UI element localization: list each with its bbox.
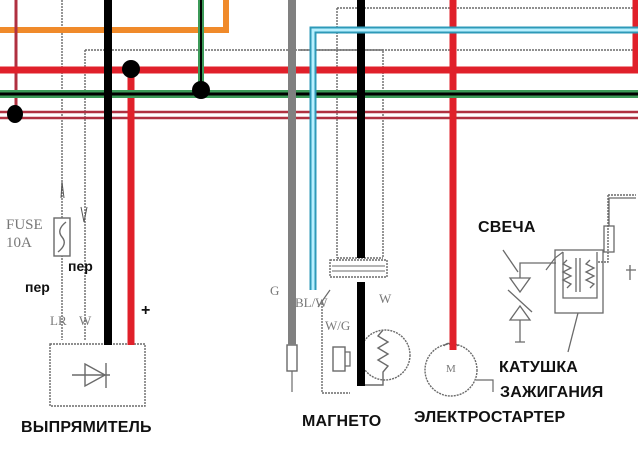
- schematic-coil-vert: [597, 195, 609, 263]
- annotation-per-lower: пер: [25, 279, 50, 295]
- ignition-coil-label-line1: КАТУШКА: [499, 359, 579, 376]
- rectifier-box: [49, 343, 146, 407]
- junction-dot: [122, 60, 140, 78]
- wire-orange: [0, 0, 229, 33]
- fuse-label-line2: 10A: [6, 235, 32, 251]
- rectifier-label: ВЫПРЯМИТЕЛЬ: [21, 419, 152, 436]
- terminal-label-w-magneto: W: [379, 291, 392, 306]
- spark-plug-icon: [502, 249, 556, 343]
- rectifier-plus-mark: +: [141, 302, 151, 319]
- junction-dot: [7, 105, 23, 123]
- wire-red-horizontal: [0, 0, 638, 74]
- g-resistor: [286, 344, 298, 372]
- annotation-per-upper: пер: [68, 258, 93, 274]
- junction-dot: [192, 81, 210, 99]
- arrow-up-icon: [60, 181, 65, 199]
- diode-icon: [72, 362, 110, 388]
- terminal-label-g: G: [270, 283, 280, 298]
- terminal-label-lr: LR: [50, 313, 67, 328]
- ignition-coil-icon: [554, 197, 636, 353]
- ignition-coil-label-line2: ЗАЖИГАНИЯ: [500, 384, 604, 401]
- starter-motor-letter: M: [446, 363, 456, 375]
- arrow-down-icon: [80, 206, 88, 223]
- fuse-label-line1: FUSE: [6, 217, 43, 233]
- magneto-connector: [329, 259, 388, 278]
- magneto-label: МАГНЕТО: [302, 413, 382, 430]
- spark-plug-label: СВЕЧА: [478, 219, 536, 236]
- fuse-element-icon: [57, 221, 67, 253]
- terminal-label-w: W: [79, 313, 92, 328]
- terminal-label-bl-w: BL/W: [295, 295, 328, 310]
- pickup-coil: [332, 346, 346, 372]
- schematic-magneto-frame-inner: [300, 49, 384, 258]
- terminal-label-w-g: W/G: [325, 318, 351, 333]
- starter-label: ЭЛЕКТРОСТАРТЕР: [414, 409, 566, 426]
- schematic-magneto-return: [321, 300, 350, 394]
- wire-lightblue-inner: [311, 28, 638, 290]
